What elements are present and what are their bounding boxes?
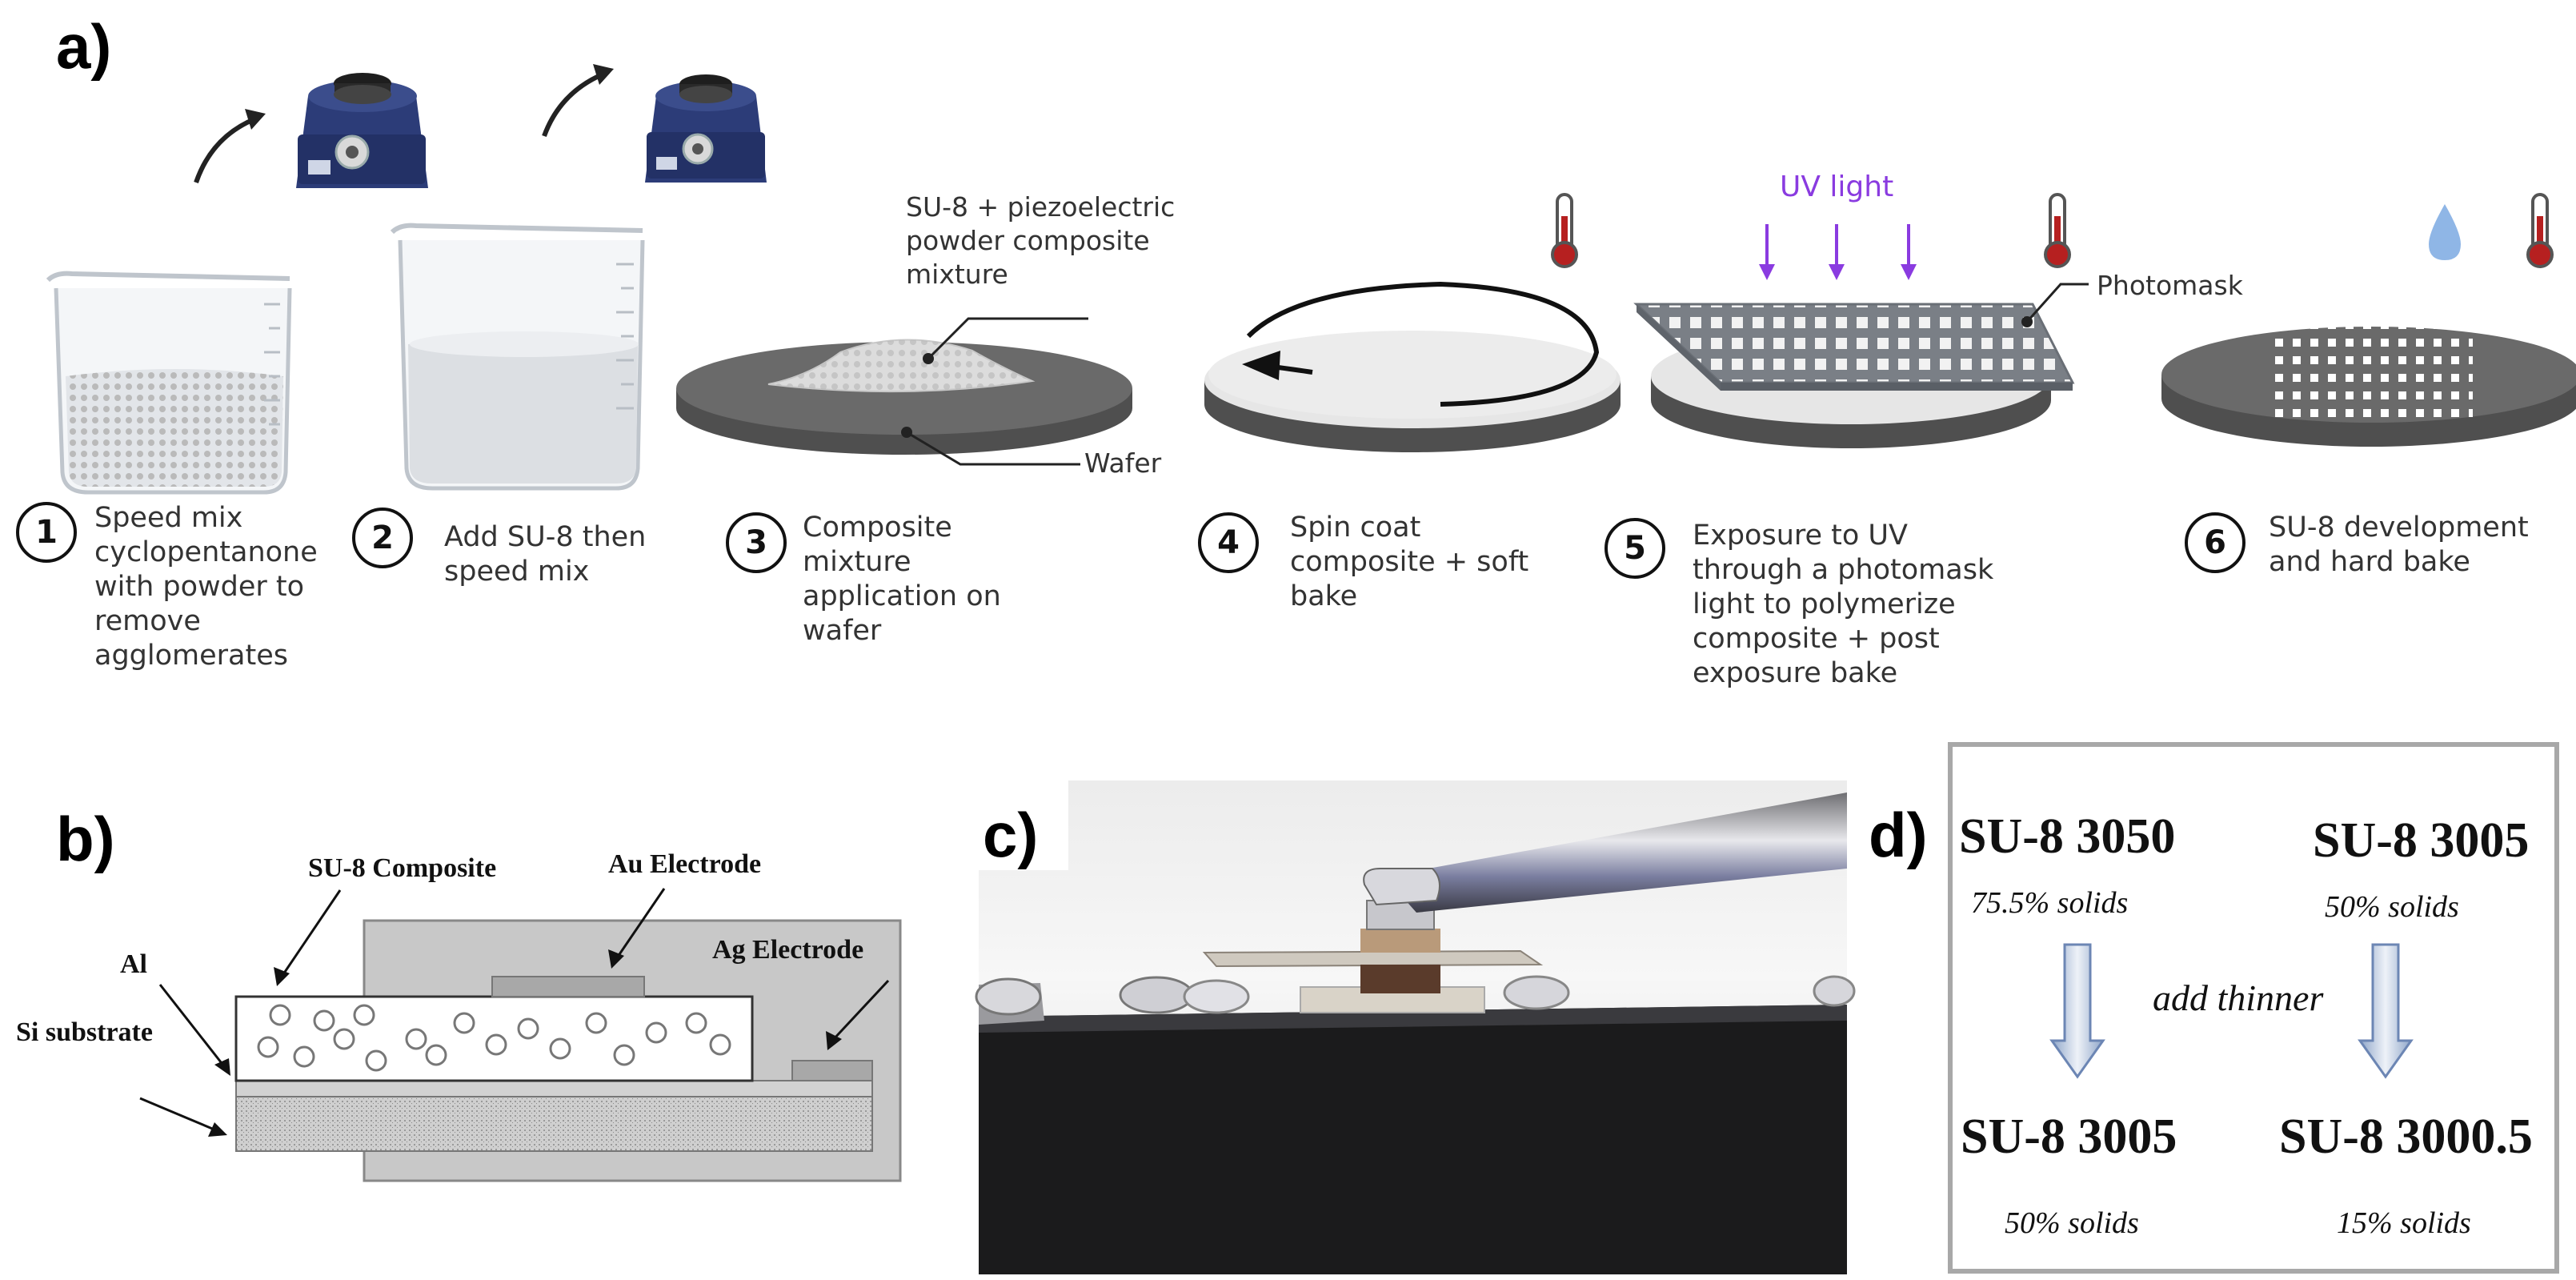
vortex-mixer-1-icon [296, 73, 428, 188]
panel-a: a) [16, 11, 2576, 689]
su8-3005-top: SU-8 3005 [2313, 813, 2529, 868]
wafer-4-spin [1204, 281, 1621, 452]
photomask-label: Photomask [2097, 270, 2244, 301]
panel-d-label: d) [1869, 800, 1928, 870]
wafer-3 [676, 339, 1132, 455]
svg-text:and hard bake: and hard bake [2269, 546, 2470, 578]
svg-text:Add SU-8 then: Add SU-8 then [444, 521, 646, 553]
add-thinner-label: add thinner [2153, 977, 2324, 1018]
particles [257, 1004, 731, 1072]
svg-text:2: 2 [371, 520, 394, 556]
svg-text:through a photomask: through a photomask [1693, 554, 1994, 586]
step-4: 4 Spin coat composite + soft bake [1198, 512, 1528, 612]
svg-text:5: 5 [1624, 530, 1646, 567]
down-arrow-left-icon [2049, 943, 2105, 1079]
mixture-label-line-1: SU-8 + piezoelectric [906, 191, 1175, 223]
svg-text:remove: remove [94, 605, 201, 637]
device-photo [975, 780, 1856, 1274]
mixture-callout: SU-8 + piezoelectric powder composite mi… [906, 191, 1175, 364]
si-substrate-label: Si substrate [16, 1017, 153, 1047]
ag-electrode [791, 1060, 873, 1081]
su8-3050-top: SU-8 3050 [1959, 809, 2175, 864]
beaker-1 [46, 271, 292, 495]
panel-b: b) SU-8 Composite Au Electrode Ag Electr… [16, 804, 902, 1182]
svg-text:Exposure to UV: Exposure to UV [1693, 520, 1908, 552]
al-layer [235, 1080, 873, 1097]
svg-text:agglomerates: agglomerates [94, 640, 288, 672]
svg-text:4: 4 [1217, 524, 1240, 561]
vortex-mixer-2-icon [645, 74, 767, 183]
svg-text:composite + soft: composite + soft [1290, 546, 1528, 578]
svg-text:exposure bake: exposure bake [1693, 657, 1897, 689]
step-5-number [1604, 518, 1665, 579]
panel-c: c) [968, 770, 1856, 1274]
panel-a-label: a) [56, 11, 111, 82]
svg-text:bake: bake [1290, 580, 1357, 612]
beaker-2 [390, 223, 645, 491]
spin-arrow-icon [1242, 351, 1280, 380]
svg-text:Composite: Composite [803, 512, 952, 544]
svg-text:light to polymerize: light to polymerize [1693, 588, 1956, 620]
step-1: 1 Speed mix cyclopentanone with powder t… [16, 502, 318, 672]
svg-text:cyclopentanone: cyclopentanone [94, 536, 318, 568]
panel-b-label: b) [56, 804, 115, 874]
wafer-6-developed [2161, 327, 2576, 447]
svg-text:speed mix: speed mix [444, 556, 589, 588]
svg-text:application on: application on [803, 580, 1001, 612]
step-3: 3 Composite mixture application on wafer [726, 512, 1001, 647]
su8-composite-label: SU-8 Composite [308, 853, 496, 883]
svg-text:SU-8 development: SU-8 development [2269, 512, 2529, 544]
down-arrow-right-icon [2358, 943, 2414, 1079]
thermometer-4-icon [1551, 193, 1578, 268]
thinning-box [1948, 742, 2559, 1274]
step-5: 5 Exposure to UV through a photomask lig… [1604, 518, 1994, 689]
thermometer-5-icon [2044, 193, 2071, 268]
solids-50-top: 50% solids [2325, 890, 2459, 924]
svg-text:Speed mix: Speed mix [94, 502, 242, 534]
wafer-callout: Wafer [901, 427, 1162, 479]
svg-text:6: 6 [2204, 524, 2226, 561]
svg-text:Spin coat: Spin coat [1290, 512, 1420, 544]
mix-arrow-2 [542, 71, 606, 138]
au-electrode-label: Au Electrode [608, 849, 761, 879]
solids-75-top: 75.5% solids [1971, 886, 2128, 920]
uv-light-label: UV light [1780, 171, 1893, 203]
ag-electrode-label: Ag Electrode [712, 935, 863, 965]
mixture-label-line-2: powder composite [906, 225, 1150, 256]
mixture-label-line-3: mixture [906, 259, 1008, 290]
svg-text:with powder to: with powder to [94, 571, 304, 603]
thermometer-6-icon [2526, 193, 2554, 268]
step-2-number [352, 508, 413, 568]
au-electrode [491, 976, 645, 997]
panel-d: d) SU-8 3050 75.5% solids SU-8 3005 50% … [1869, 742, 2559, 1274]
solids-15-bottom: 15% solids [2337, 1206, 2471, 1240]
mix-arrow-1 [194, 116, 258, 183]
solids-50-bottom: 50% solids [2005, 1206, 2139, 1240]
su8-30005-bottom: SU-8 3000.5 [2279, 1109, 2533, 1164]
svg-text:mixture: mixture [803, 546, 911, 578]
step-3-number [726, 512, 787, 573]
al-label: Al [120, 949, 147, 979]
step-4-number [1198, 512, 1259, 573]
su8-composite-layer [234, 995, 754, 1082]
photomask [1633, 303, 2075, 391]
photomask-callout: Photomask [2021, 270, 2244, 327]
step-1-number [16, 502, 77, 563]
step-6-number [2185, 512, 2245, 573]
svg-text:1: 1 [35, 514, 58, 551]
panel-c-label: c) [983, 800, 1038, 870]
svg-text:3: 3 [745, 524, 767, 561]
su8-3005-bottom: SU-8 3005 [1961, 1109, 2177, 1164]
step-2: 2 Add SU-8 then speed mix [352, 508, 646, 588]
step-6: 6 SU-8 development and hard bake [2185, 512, 2529, 578]
si-substrate [235, 1094, 873, 1152]
svg-text:composite + post: composite + post [1693, 623, 1940, 655]
wafer-label: Wafer [1084, 447, 1162, 479]
svg-text:wafer: wafer [803, 615, 882, 647]
water-drop-icon [2429, 204, 2461, 260]
uv-arrows [1759, 224, 1917, 280]
